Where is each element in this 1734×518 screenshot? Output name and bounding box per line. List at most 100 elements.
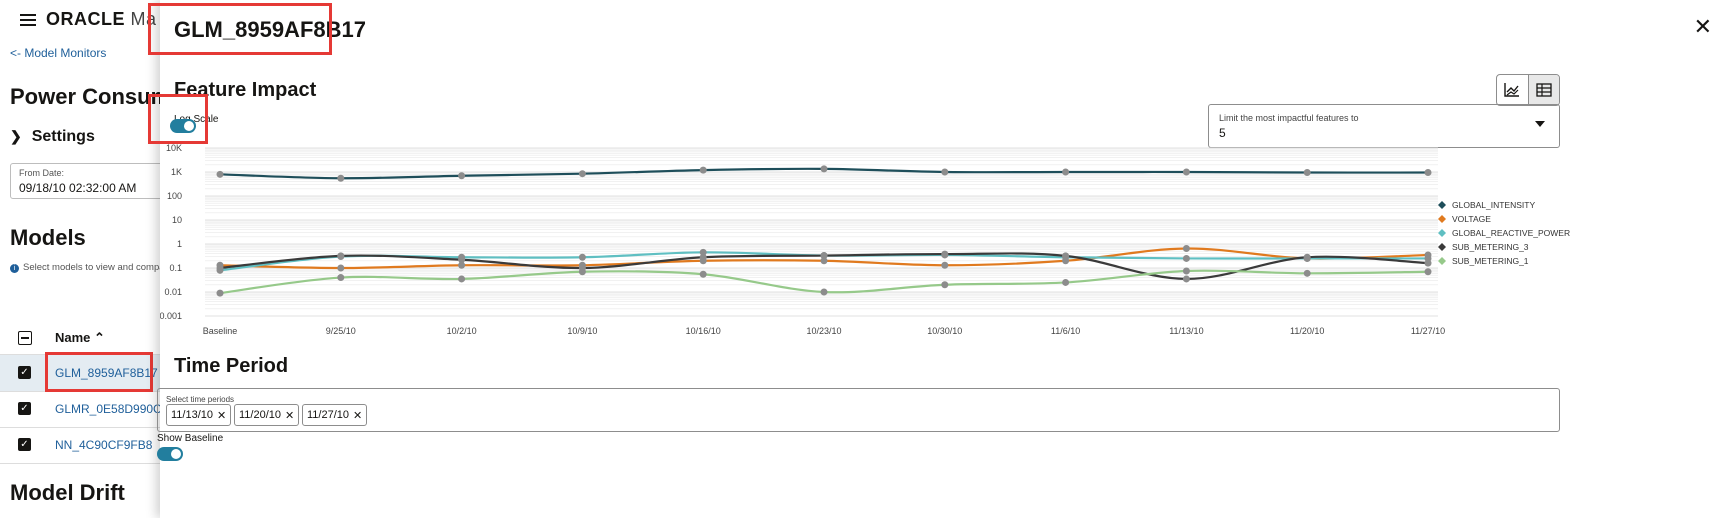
data-point bbox=[941, 281, 949, 289]
chevron-right-icon: ❯ bbox=[10, 128, 22, 144]
data-point bbox=[216, 289, 224, 297]
data-point bbox=[458, 261, 466, 269]
from-date-label: From Date: bbox=[19, 168, 65, 178]
table-row[interactable]: ✓ NN_4C90CF9FB8 bbox=[0, 427, 170, 464]
show-baseline-switch[interactable] bbox=[157, 447, 183, 461]
legend-label: SUB_METERING_1 bbox=[1452, 256, 1529, 266]
y-tick-label: 0.1 bbox=[169, 263, 182, 273]
data-point bbox=[458, 256, 466, 264]
y-tick-label: 10 bbox=[172, 215, 182, 225]
table-row[interactable]: ✓ GLMR_0E58D990CD bbox=[0, 391, 170, 428]
table-row[interactable]: ✓ GLM_8959AF8B17 bbox=[0, 355, 170, 392]
legend-marker bbox=[1438, 257, 1446, 265]
drawer-title: GLM_8959AF8B17 bbox=[174, 17, 366, 42]
data-point bbox=[458, 275, 466, 283]
y-tick-label: 0.01 bbox=[164, 287, 182, 297]
brand-text: ORACLE bbox=[46, 9, 125, 29]
data-point bbox=[941, 250, 949, 258]
name-column-label: Name bbox=[55, 330, 91, 345]
time-period-heading: Time Period bbox=[174, 355, 289, 377]
close-icon[interactable]: ✕ bbox=[1693, 14, 1712, 39]
y-tick-label: 1K bbox=[171, 167, 182, 177]
data-point bbox=[699, 270, 707, 278]
x-tick-label: 10/2/10 bbox=[447, 326, 477, 336]
data-point bbox=[820, 257, 828, 265]
model-name-link[interactable]: GLM_8959AF8B17 bbox=[55, 366, 158, 380]
settings-label: Settings bbox=[31, 128, 95, 145]
time-periods-label: Select time periods bbox=[166, 395, 235, 404]
data-point bbox=[1182, 267, 1190, 275]
model-drift-heading: Model Drift bbox=[10, 480, 125, 505]
row-checkbox[interactable]: ✓ bbox=[18, 402, 31, 415]
x-tick-label: 10/16/10 bbox=[686, 326, 721, 336]
models-heading: Models bbox=[10, 225, 86, 250]
show-baseline-label: Show Baseline bbox=[157, 433, 224, 444]
legend-marker bbox=[1438, 243, 1446, 251]
x-tick-label: 11/13/10 bbox=[1169, 326, 1203, 336]
data-point bbox=[578, 253, 586, 261]
data-point bbox=[1182, 275, 1190, 283]
model-name-link[interactable]: GLMR_0E58D990CD bbox=[55, 402, 171, 416]
product-text: Ma bbox=[130, 9, 157, 29]
line-chart-icon[interactable] bbox=[1497, 75, 1528, 105]
x-tick-label: Baseline bbox=[203, 326, 238, 336]
log-scale-switch[interactable] bbox=[170, 119, 196, 133]
data-point bbox=[1062, 168, 1070, 176]
data-point bbox=[1303, 169, 1311, 177]
model-detail-drawer: GLM_8959AF8B17 ✕ Feature Impact Log Scal… bbox=[148, 0, 1734, 518]
chip-label: 11/13/10 bbox=[171, 409, 214, 421]
from-date-field[interactable]: From Date: 09/18/10 02:32:00 AM bbox=[10, 163, 172, 199]
remove-chip-icon[interactable]: ✕ bbox=[285, 409, 295, 422]
model-name-link[interactable]: NN_4C90CF9FB8 bbox=[55, 438, 153, 452]
time-period-chip: 11/13/10✕ bbox=[166, 404, 232, 426]
table-icon[interactable] bbox=[1527, 75, 1559, 105]
data-point bbox=[820, 252, 828, 260]
legend-marker bbox=[1438, 229, 1446, 237]
data-point bbox=[216, 264, 224, 272]
hamburger-menu-icon[interactable] bbox=[20, 14, 36, 26]
data-point bbox=[1424, 268, 1432, 276]
data-point bbox=[337, 264, 345, 272]
data-point bbox=[699, 166, 707, 174]
limit-features-label: Limit the most impactful features to bbox=[1219, 113, 1359, 123]
data-point bbox=[1182, 168, 1190, 176]
data-point bbox=[820, 165, 828, 173]
back-to-model-monitors-link[interactable]: <- Model Monitors bbox=[10, 46, 107, 60]
data-point bbox=[458, 172, 466, 180]
settings-toggle[interactable]: ❯ Settings bbox=[10, 128, 95, 146]
view-toggle-group bbox=[1496, 74, 1560, 106]
models-table-header: Name ⌃ bbox=[0, 322, 170, 355]
data-point bbox=[337, 174, 345, 182]
data-point bbox=[578, 268, 586, 276]
row-checkbox[interactable]: ✓ bbox=[18, 438, 31, 451]
name-column-header[interactable]: Name ⌃ bbox=[55, 330, 105, 346]
data-point bbox=[699, 248, 707, 256]
data-point bbox=[1424, 169, 1432, 177]
data-point bbox=[820, 288, 828, 296]
limit-features-value: 5 bbox=[1219, 126, 1226, 140]
sort-ascending-icon: ⌃ bbox=[94, 330, 105, 345]
y-tick-label: 1 bbox=[177, 239, 182, 249]
y-tick-label: 100 bbox=[167, 191, 182, 201]
remove-chip-icon[interactable]: ✕ bbox=[353, 409, 363, 422]
data-point bbox=[1182, 244, 1190, 252]
legend-label: SUB_METERING_3 bbox=[1452, 242, 1529, 252]
models-help-label: Select models to view and compare bbox=[23, 262, 173, 273]
row-checkbox[interactable]: ✓ bbox=[18, 366, 31, 379]
data-point bbox=[337, 252, 345, 260]
data-point bbox=[1182, 254, 1190, 262]
data-point bbox=[941, 168, 949, 176]
select-all-checkbox[interactable] bbox=[18, 331, 32, 345]
remove-chip-icon[interactable]: ✕ bbox=[217, 409, 227, 422]
data-point bbox=[337, 274, 345, 282]
x-tick-label: 11/6/10 bbox=[1051, 326, 1080, 336]
y-tick-label: 0.001 bbox=[160, 311, 182, 321]
oracle-logo: ORACLE Ma bbox=[46, 9, 157, 30]
data-point bbox=[1303, 269, 1311, 277]
x-tick-label: 11/20/10 bbox=[1290, 326, 1324, 336]
legend-label: GLOBAL_INTENSITY bbox=[1452, 200, 1535, 210]
time-periods-select[interactable]: Select time periods 11/13/10✕ 11/20/10✕ … bbox=[157, 388, 1560, 432]
y-tick-label: 10K bbox=[166, 143, 182, 153]
